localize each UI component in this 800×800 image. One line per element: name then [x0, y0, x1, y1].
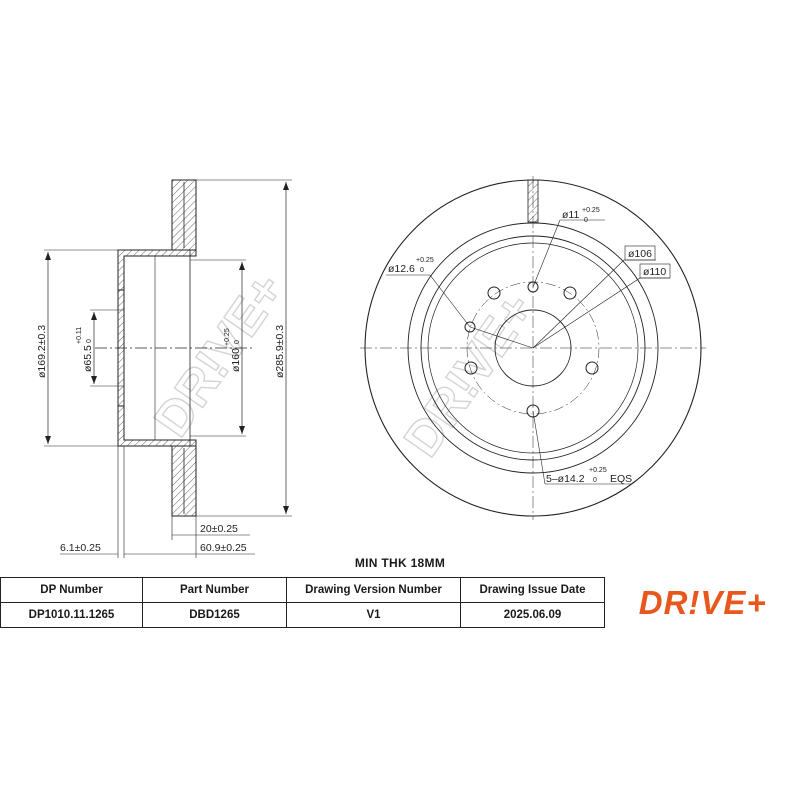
dim-pcd-tol-lower: 0 [234, 340, 241, 344]
side-view [44, 179, 292, 558]
header-dp-number: DP Number [0, 577, 143, 603]
header-part-number: Part Number [142, 577, 287, 603]
hat-flange-face [117, 289, 125, 407]
dim-bolt-holes-tol-lower: 0 [593, 477, 597, 484]
dim-hat-depth: 6.1±0.25 [60, 542, 101, 554]
hat-wall-top [117, 249, 197, 291]
technical-drawing: DR!VE+ DR!VE+ [36, 176, 706, 558]
header-issue-date: Drawing Issue Date [460, 577, 605, 603]
dim-circle-110: ø110 [643, 266, 666, 278]
dim-small-hole-tol-upper: +0.25 [416, 257, 434, 264]
info-table: DP Number Part Number Drawing Version Nu… [0, 577, 800, 628]
value-dp-number: DP1010.11.1265 [0, 602, 143, 628]
dim-bore-diameter: ø65.5 [82, 345, 94, 372]
table-value-row: DP1010.11.1265 DBD1265 V1 2025.06.09 [0, 602, 800, 628]
bolt-hole-4 [487, 286, 501, 300]
min-thickness-label: MIN THK 18MM [354, 556, 446, 570]
dim-hat-diameter: ø169.2±0.3 [36, 325, 48, 378]
logo-cell: DR!VE+ [605, 578, 800, 628]
header-drawing-version: Drawing Version Number [286, 577, 461, 603]
bolt-hole-5 [464, 361, 478, 375]
bolt-hole-3 [563, 286, 577, 300]
dim-bore-tol-upper: +0.11 [76, 327, 83, 344]
value-part-number: DBD1265 [142, 602, 287, 628]
side-arrows [45, 182, 289, 514]
dim-small-hole-tol-lower: 0 [420, 267, 424, 274]
dim-stud-hole: ø11 [562, 209, 579, 221]
value-drawing-version: V1 [286, 602, 461, 628]
watermark-left: DR!VE+ [143, 263, 295, 446]
dim-bolt-holes: 5–ø14.2 [546, 473, 585, 485]
bolt-hole-2 [585, 361, 599, 375]
dim-bore-tol-lower: 0 [86, 339, 93, 343]
dim-overall-height: 60.9±0.25 [200, 542, 247, 554]
brand-logo: DR!VE+ [638, 583, 767, 621]
dim-pcd-tol-upper: +0.25 [224, 328, 231, 346]
dim-thickness: 20±0.25 [200, 523, 238, 535]
table-header-row: DP Number Part Number Drawing Version Nu… [0, 577, 800, 621]
dim-stud-hole-tol-upper: +0.25 [582, 207, 600, 214]
dim-stud-hole-tol-lower: 0 [584, 217, 588, 224]
front-view [360, 176, 706, 520]
dim-circle-106: ø106 [628, 248, 652, 260]
watermark-right: DR!VE+ [393, 283, 545, 466]
dim-outer-diameter: ø285.9±0.3 [274, 325, 286, 378]
dim-small-hole: ø12.6 [388, 263, 415, 275]
dim-bolt-holes-tol-upper: +0.25 [589, 467, 607, 474]
dim-bolt-holes-suffix: EQS [610, 473, 632, 485]
stud-hole-a [464, 321, 476, 333]
dim-pcd-diameter: ø160 [230, 348, 242, 372]
value-issue-date: 2025.06.09 [460, 602, 605, 628]
